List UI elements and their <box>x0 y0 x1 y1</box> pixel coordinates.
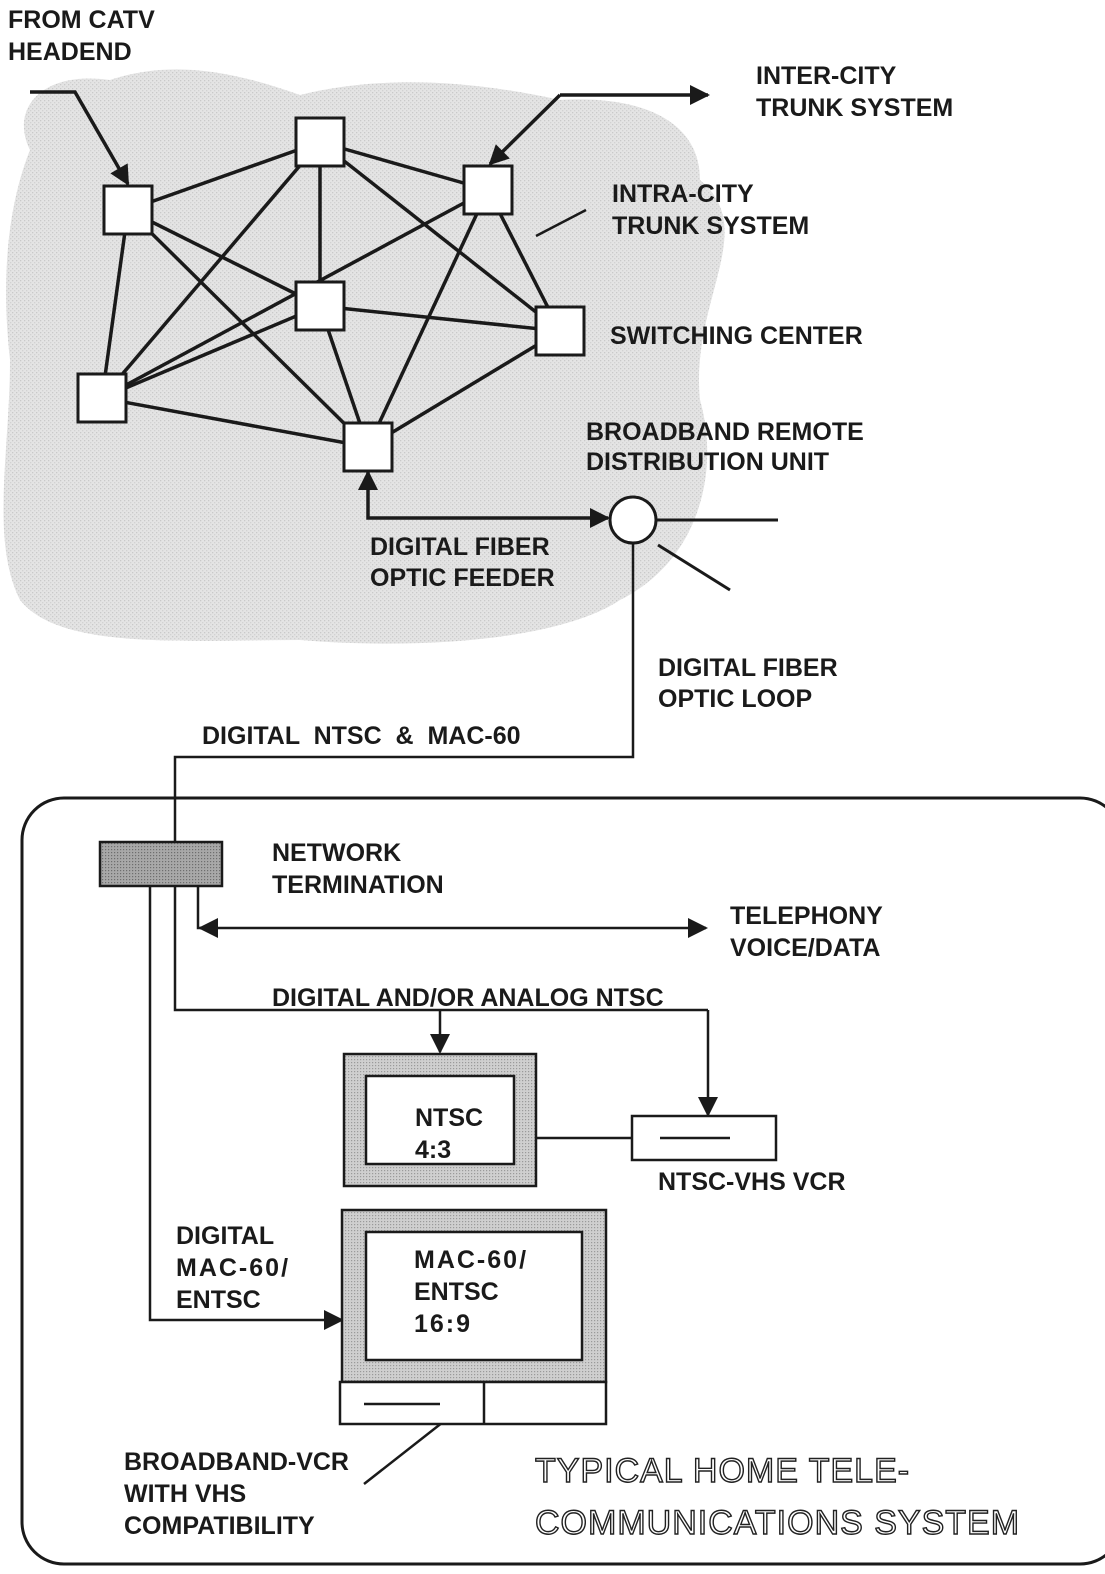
caption-home-telecom: TYPICAL HOME TELE- COMMUNICATIONS SYSTEM <box>535 1452 1020 1542</box>
label-intracity: INTRA-CITY TRUNK SYSTEM <box>612 180 809 240</box>
headend-arrow <box>30 90 130 186</box>
label-digital-mac60: DIGITAL MAC-60/ ENTSC <box>176 1222 297 1314</box>
network-termination-box <box>98 840 224 888</box>
label-telephony: TELEPHONY VOICE/DATA <box>730 902 889 962</box>
node-center <box>294 280 346 332</box>
remote-output-diagonal <box>657 543 731 592</box>
label-broadband-vcr: BROADBAND-VCR WITH VHS COMPATIBILITY <box>124 1448 356 1540</box>
mac60-line <box>148 886 344 1330</box>
label-fiber-loop: DIGITAL FIBER OPTIC LOOP <box>658 654 845 713</box>
intercity-arrow-in <box>488 93 562 166</box>
node-switching-center <box>534 305 586 357</box>
label-switching-center: SWITCHING CENTER <box>610 322 863 350</box>
ntsc-bus <box>173 980 708 1012</box>
node-top <box>294 116 346 168</box>
tv-mac60-screen <box>364 1230 584 1362</box>
label-feeder: DIGITAL FIBER OPTIC FEEDER <box>370 533 557 592</box>
label-ntsc-vhs-vcr: NTSC-VHS VCR <box>658 1168 846 1196</box>
home-enclosure <box>20 796 1105 1566</box>
telephony-line <box>196 886 212 930</box>
label-remote-unit: BROADBAND REMOTE DISTRIBUTION UNIT <box>586 418 871 476</box>
node-headend-entry <box>102 184 154 236</box>
label-tv-ntsc: NTSC 4:3 <box>415 1104 490 1164</box>
tv-ntsc-screen <box>364 1074 516 1166</box>
label-tv-mac60: MAC-60/ ENTSC 16:9 <box>414 1246 535 1338</box>
node-feeder <box>342 421 394 473</box>
feeder-link <box>358 470 610 528</box>
label-digital-analog-ntsc: DIGITAL AND/OR ANALOG NTSC <box>272 984 664 1012</box>
label-intercity: INTER-CITY TRUNK SYSTEM <box>756 62 953 122</box>
remote-distribution-unit <box>608 495 658 545</box>
intracity-pointer <box>535 208 587 238</box>
switching-nodes <box>76 116 586 473</box>
node-intercity <box>462 164 514 216</box>
label-network-termination: NETWORK TERMINATION <box>272 839 444 899</box>
label-ntsc-mac60: DIGITAL NTSC & MAC-60 <box>202 722 521 750</box>
label-headend: FROM CATV HEADEND <box>8 6 162 66</box>
node-left <box>76 372 128 424</box>
